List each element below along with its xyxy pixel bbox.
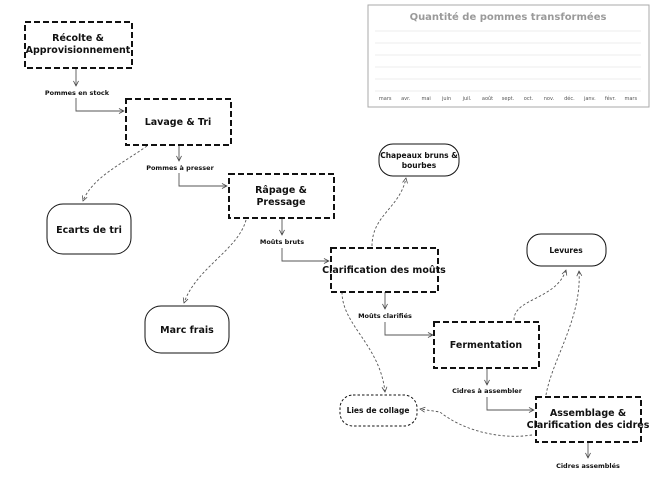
byproduct-flows xyxy=(83,145,579,437)
chart-x-tick: mars xyxy=(379,96,392,102)
chart-x-tick: avr. xyxy=(401,96,411,102)
flow-clarification-to-chapeaux xyxy=(371,178,406,247)
chart-x-tick: nov. xyxy=(544,96,555,102)
main-flow xyxy=(76,68,588,458)
flow-assemblage-to-levures xyxy=(545,271,579,396)
chart-x-tick: mars xyxy=(624,96,637,102)
chart-panel: Quantité de pommes transformées mars avr.… xyxy=(367,4,650,108)
chart-grid xyxy=(375,30,641,92)
process-clarification-label: Clarification des moûts xyxy=(322,265,446,276)
output-ecarts: Ecarts de tri xyxy=(46,203,132,255)
chart-x-tick: mai xyxy=(421,96,430,102)
chart-x-tick: déc. xyxy=(564,95,575,102)
output-chapeaux-line1: Chapeaux bruns & xyxy=(380,151,458,160)
output-lies-label: Lies de collage xyxy=(347,406,410,415)
output-ecarts-label: Ecarts de tri xyxy=(56,225,122,236)
output-marc: Marc frais xyxy=(144,305,230,354)
flow-rapage-to-marc xyxy=(184,219,247,303)
flow-assemblage-to-lies xyxy=(420,409,533,437)
flow-presser-to-rapage xyxy=(178,173,227,186)
flow-label-pommes-presser: Pommes à presser xyxy=(146,164,214,172)
output-chapeaux-line2: bourbes xyxy=(402,161,437,170)
flow-cidres-assembler-to-assemblage xyxy=(486,397,534,410)
process-assemblage: Assemblage & Clarification des cidres xyxy=(527,396,650,443)
process-recolte-line1: Récolte & xyxy=(52,33,104,44)
output-marc-label: Marc frais xyxy=(160,325,214,336)
output-lies: Lies de collage xyxy=(339,394,418,427)
output-levures-label: Levures xyxy=(549,246,583,255)
flow-label-mouts-bruts: Moûts bruts xyxy=(260,238,304,246)
chart-x-tick: juin xyxy=(441,96,451,102)
flow-lavage-to-ecarts xyxy=(83,145,148,201)
process-fermentation-label: Fermentation xyxy=(450,340,523,351)
chart-x-axis: mars avr. mai juin juil. août sept. oct. nov. déc… xyxy=(379,95,638,102)
output-chapeaux: Chapeaux bruns & bourbes xyxy=(378,143,460,177)
flow-mouts-clarifies-to-fermentation xyxy=(384,322,433,335)
chart-x-tick: févr. xyxy=(605,95,616,102)
chart-x-tick: oct. xyxy=(524,96,534,102)
process-assemblage-line2: Clarification des cidres xyxy=(527,420,650,431)
flow-fermentation-to-levures xyxy=(513,270,566,321)
process-lavage: Lavage & Tri xyxy=(125,98,232,146)
chart-x-tick: sept. xyxy=(502,96,515,102)
process-assemblage-line1: Assemblage & xyxy=(550,408,626,419)
flow-mouts-bruts-to-clarification xyxy=(281,248,329,261)
flow-label-mouts-clarifies: Moûts clarifiés xyxy=(358,312,412,320)
flow-label-cidres-assembles: Cidres assemblés xyxy=(556,462,620,470)
process-rapage-line2: Pressage xyxy=(256,197,305,208)
process-recolte: Récolte & Approvisionnement xyxy=(24,21,133,69)
output-levures: Levures xyxy=(526,233,607,267)
chart-x-tick: août xyxy=(482,95,493,102)
chart-x-tick: juil. xyxy=(462,96,472,102)
process-fermentation: Fermentation xyxy=(433,321,540,369)
process-lavage-label: Lavage & Tri xyxy=(145,117,212,128)
process-recolte-line2: Approvisionnement xyxy=(26,45,131,56)
flow-clarification-to-lies xyxy=(341,291,385,392)
chart-x-tick: janv. xyxy=(583,96,596,102)
process-rapage-line1: Râpage & xyxy=(255,185,307,196)
process-rapage: Râpage & Pressage xyxy=(228,173,335,219)
flow-stock-to-lavage xyxy=(75,98,124,111)
chart-title: Quantité de pommes transformées xyxy=(410,11,607,23)
flow-label-pommes-stock: Pommes en stock xyxy=(45,89,110,97)
process-clarification: Clarification des moûts xyxy=(322,247,446,293)
flow-label-cidres-assembler: Cidres à assembler xyxy=(452,387,523,395)
